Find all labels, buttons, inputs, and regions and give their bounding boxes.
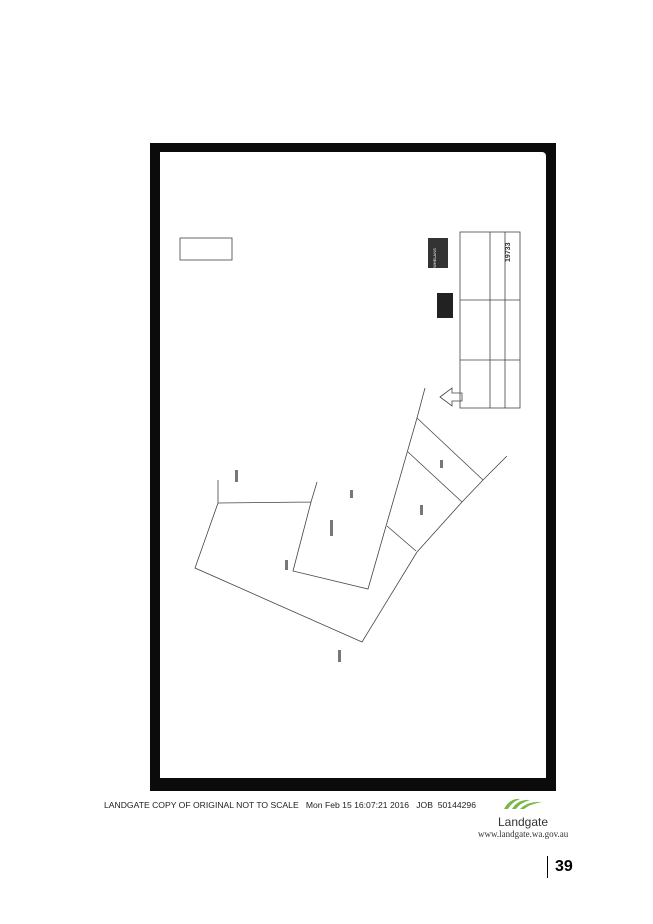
copy-notice: LANDGATE COPY OF ORIGINAL NOT TO SCALE bbox=[104, 800, 299, 810]
internal-boundary bbox=[386, 451, 463, 552]
stamp-box bbox=[179, 237, 233, 261]
leaf-icon bbox=[504, 798, 542, 809]
north-arrow-icon bbox=[439, 387, 463, 407]
footer-notice: LANDGATE COPY OF ORIGINAL NOT TO SCALE M… bbox=[104, 800, 476, 810]
scanned-plan bbox=[150, 143, 556, 791]
logo-name: Landgate bbox=[497, 815, 549, 829]
plan-sheet bbox=[160, 152, 546, 778]
page-number: 39 bbox=[547, 856, 573, 878]
barcode bbox=[437, 293, 453, 318]
whelans-logo bbox=[428, 238, 448, 268]
plan-number: 19733 bbox=[505, 242, 512, 262]
job-number: JOB 50144296 bbox=[416, 800, 476, 810]
plan-brand: WHELANS bbox=[432, 248, 437, 268]
print-timestamp: Mon Feb 15 16:07:21 2016 bbox=[305, 800, 410, 810]
landgate-logo: Landgate www.landgate.wa.gov.au bbox=[478, 796, 568, 839]
logo-url: www.landgate.wa.gov.au bbox=[478, 829, 569, 839]
lot-boundary bbox=[194, 387, 508, 643]
